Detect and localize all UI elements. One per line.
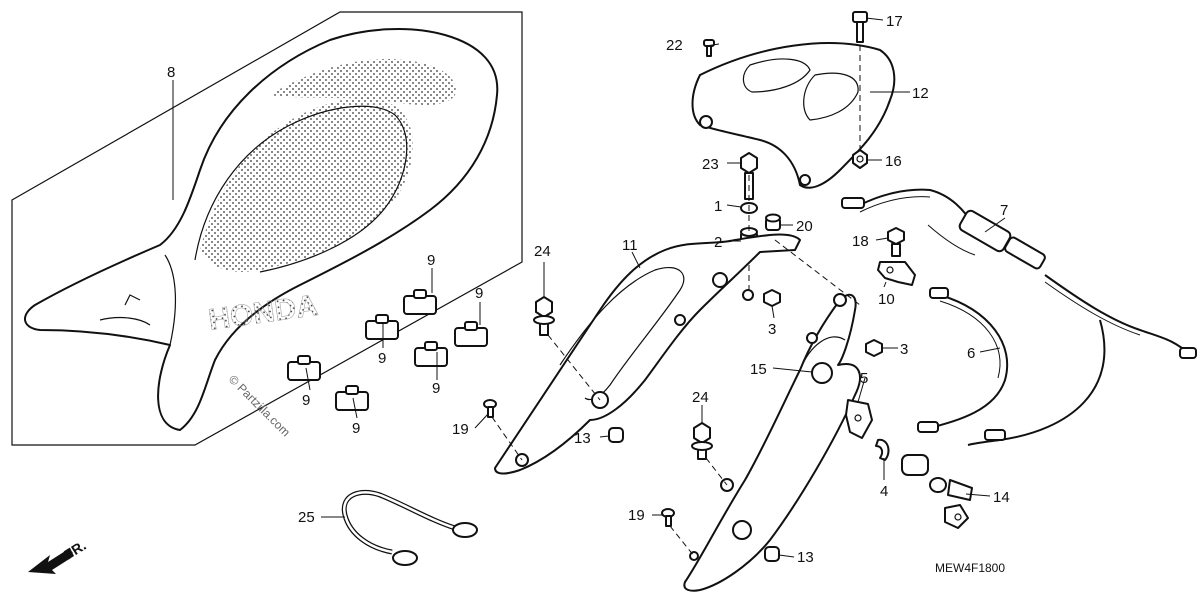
collar-13-upper xyxy=(608,427,624,443)
label-part-20: 20 xyxy=(796,218,813,235)
label-part-12: 12 xyxy=(912,85,929,102)
label-part-25: 25 xyxy=(298,509,315,526)
label-part-9: 9 xyxy=(352,420,360,437)
label-part-13: 13 xyxy=(574,430,591,447)
label-part-23: 23 xyxy=(702,156,719,173)
label-part-9: 9 xyxy=(427,252,435,269)
rubber-block xyxy=(365,314,399,340)
seat-catch-10 xyxy=(877,261,916,286)
bolt-18 xyxy=(887,227,905,257)
grab-rail xyxy=(691,42,896,189)
nut-3-left xyxy=(763,289,781,307)
seat-rubber-blocks xyxy=(287,289,488,411)
collar-20 xyxy=(765,213,781,231)
label-part-11: 11 xyxy=(622,237,638,254)
label-part-6: 6 xyxy=(967,345,975,362)
label-part-13: 13 xyxy=(797,549,814,566)
seat-lock-cable-6 xyxy=(917,287,1009,433)
label-part-9: 9 xyxy=(378,350,386,367)
watermark-text: © Partzilla.com xyxy=(226,372,293,439)
label-part-9: 9 xyxy=(302,392,310,409)
label-part-10: 10 xyxy=(878,291,895,308)
rear-cowl-15 xyxy=(683,293,861,592)
label-part-14: 14 xyxy=(993,489,1010,506)
rubber-block xyxy=(414,341,448,367)
seat-group-frame xyxy=(11,11,523,446)
label-part-8: 8 xyxy=(167,64,175,81)
label-part-2: 2 xyxy=(714,234,722,251)
label-part-22: 22 xyxy=(666,37,683,54)
label-part-3: 3 xyxy=(900,341,908,358)
label-part-3: 3 xyxy=(768,321,776,338)
nut-16 xyxy=(852,149,868,169)
part-labels: 8 9 9 9 9 9 9 25 22 17 12 16 23 1 2 20 7… xyxy=(167,13,1010,566)
bolt-24-lower xyxy=(691,422,713,460)
label-part-9: 9 xyxy=(475,285,483,302)
key-cylinder-14 xyxy=(901,454,973,529)
lock-clip-4 xyxy=(875,438,890,461)
seat-cable-loop xyxy=(341,489,478,566)
screw-19-upper xyxy=(483,399,497,418)
screw-19-lower xyxy=(661,508,675,527)
label-part-17: 17 xyxy=(886,13,903,30)
label-part-5: 5 xyxy=(860,370,868,387)
rear-cowl-11 xyxy=(494,233,801,475)
front-direction-arrow: FR. xyxy=(28,537,89,574)
rubber-block xyxy=(335,385,369,411)
lock-bracket-5 xyxy=(845,399,873,439)
bolt-17 xyxy=(852,11,868,43)
diagram-code: MEW4F1800 xyxy=(935,561,1005,575)
label-part-18: 18 xyxy=(852,233,869,250)
label-part-24: 24 xyxy=(534,243,551,260)
label-part-16: 16 xyxy=(885,153,902,170)
rubber-block xyxy=(454,321,488,347)
label-part-19: 19 xyxy=(452,421,469,438)
leader-lines xyxy=(172,17,1006,558)
seat-assembly: HONDA xyxy=(24,28,499,431)
label-part-19: 19 xyxy=(628,507,645,524)
nut-3-right xyxy=(865,339,883,357)
label-part-15: 15 xyxy=(750,361,767,378)
bolt-24-upper xyxy=(533,296,555,336)
label-part-24: 24 xyxy=(692,389,709,406)
seat-lock-cable-7 xyxy=(841,188,1197,446)
label-part-1: 1 xyxy=(714,198,722,215)
label-part-7: 7 xyxy=(1000,202,1008,219)
collar-13-lower xyxy=(764,546,780,562)
bolt-22 xyxy=(703,39,715,57)
rubber-block xyxy=(403,289,437,315)
label-part-4: 4 xyxy=(880,483,888,500)
label-part-9: 9 xyxy=(432,380,440,397)
rubber-block xyxy=(287,355,321,381)
